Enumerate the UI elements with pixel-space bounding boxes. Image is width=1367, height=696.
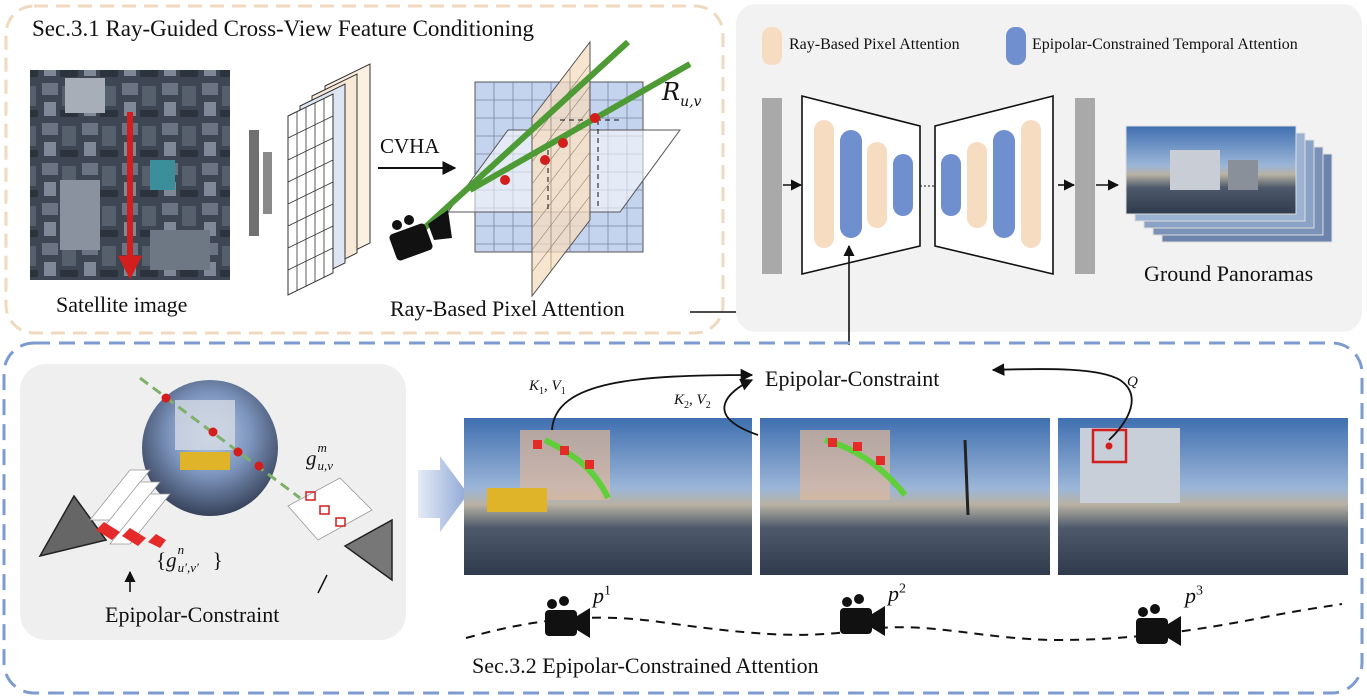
pose-label-2: p2 — [888, 581, 906, 607]
v1-sub: 1 — [560, 386, 566, 397]
ground-panoramas-caption: Ground Panoramas — [1144, 261, 1314, 286]
ray-symbol-main: R — [662, 78, 681, 106]
g-target-base: g — [306, 446, 317, 470]
query-arc — [991, 363, 1133, 441]
k1-sub: 1 — [539, 386, 545, 397]
unet-output-bar — [1075, 98, 1095, 274]
ray-symbol: Ru,v — [662, 78, 701, 110]
pose-label-1: p1 — [593, 583, 611, 609]
pose-1-sup: 1 — [604, 583, 611, 599]
right-caption-connector — [317, 574, 328, 594]
cvha-label: CVHA — [380, 134, 440, 158]
camera-icon — [389, 210, 452, 261]
panorama-frame-2 — [760, 418, 1050, 575]
trajectory-camera-3 — [1136, 604, 1181, 646]
unet-blocks — [814, 120, 1041, 248]
v1-base: V — [551, 378, 561, 394]
ground-panorama-stack — [1125, 125, 1333, 243]
legend-epipolar-label: Epipolar-Constrained Temporal Attention — [1032, 36, 1298, 53]
g-set-sup: n — [177, 542, 185, 557]
encoder-bar-1 — [249, 130, 259, 236]
query-label: Q — [1127, 374, 1138, 390]
left-panel-caption: Epipolar-Constraint — [105, 602, 280, 627]
ray-symbol-sub: u,v — [680, 93, 702, 110]
v2-sub: 2 — [705, 400, 711, 411]
pose-label-3: p3 — [1185, 583, 1203, 609]
camera-trajectory — [465, 603, 1343, 642]
right-frustum — [343, 518, 393, 582]
ray-sample-points — [500, 113, 600, 185]
section1-title: Sec.3.1 Ray-Guided Cross-View Feature Co… — [32, 16, 534, 41]
pose-3-base: p — [1185, 583, 1196, 608]
k1v1-label: K1, V1 — [529, 378, 566, 397]
k2v2-label: K2, V2 — [674, 392, 711, 411]
encoder-bar-2 — [263, 152, 272, 214]
flow-arrow — [418, 456, 468, 532]
right-grid — [287, 477, 373, 541]
legend-epipolar-swatch — [1006, 27, 1026, 65]
k2-base: K — [674, 392, 685, 408]
pose-2-sup: 2 — [899, 581, 906, 597]
trajectory-camera-2 — [840, 594, 885, 636]
feature-stack — [287, 63, 371, 296]
k1v1-arc — [551, 368, 754, 431]
left-frustum — [38, 494, 108, 558]
left-grid-stack — [89, 469, 171, 545]
g-set-open: { — [156, 548, 167, 572]
pose-2-base: p — [888, 581, 899, 606]
g-set-sub: u′,v′ — [177, 560, 199, 575]
pose-3-sup: 3 — [1196, 583, 1203, 599]
k2v2-arc — [723, 378, 759, 436]
g-set-close: } — [212, 548, 223, 572]
panorama-frame-3 — [1058, 418, 1348, 575]
ray-line-secondary — [468, 61, 692, 193]
pose-1-base: p — [593, 583, 604, 608]
section1-frame — [4, 4, 725, 335]
trajectory-camera-1 — [545, 596, 590, 638]
satellite-caption: Satellite image — [56, 292, 188, 317]
grid-volume — [447, 40, 681, 298]
legend-ray-swatch — [762, 27, 782, 65]
section2-title: Sec.3.2 Epipolar-Constrained Attention — [472, 653, 819, 678]
v2-base: V — [696, 392, 706, 408]
epipolar-center-label: Epipolar-Constraint — [765, 366, 940, 391]
legend-ray-label: Ray-Based Pixel Attention — [789, 36, 960, 53]
section2-frame — [2, 341, 1364, 695]
g-set-base: g — [166, 548, 177, 572]
k2-sub: 2 — [684, 400, 690, 411]
g-target-sub: u,v — [317, 458, 334, 473]
ray-attention-label: Ray-Based Pixel Attention — [390, 296, 625, 321]
k1-base: K — [529, 378, 540, 394]
unet-input-bar — [762, 98, 782, 274]
panorama-frame-1 — [464, 418, 752, 575]
ray-line-main — [417, 39, 631, 235]
g-target-sup: m — [317, 440, 327, 455]
